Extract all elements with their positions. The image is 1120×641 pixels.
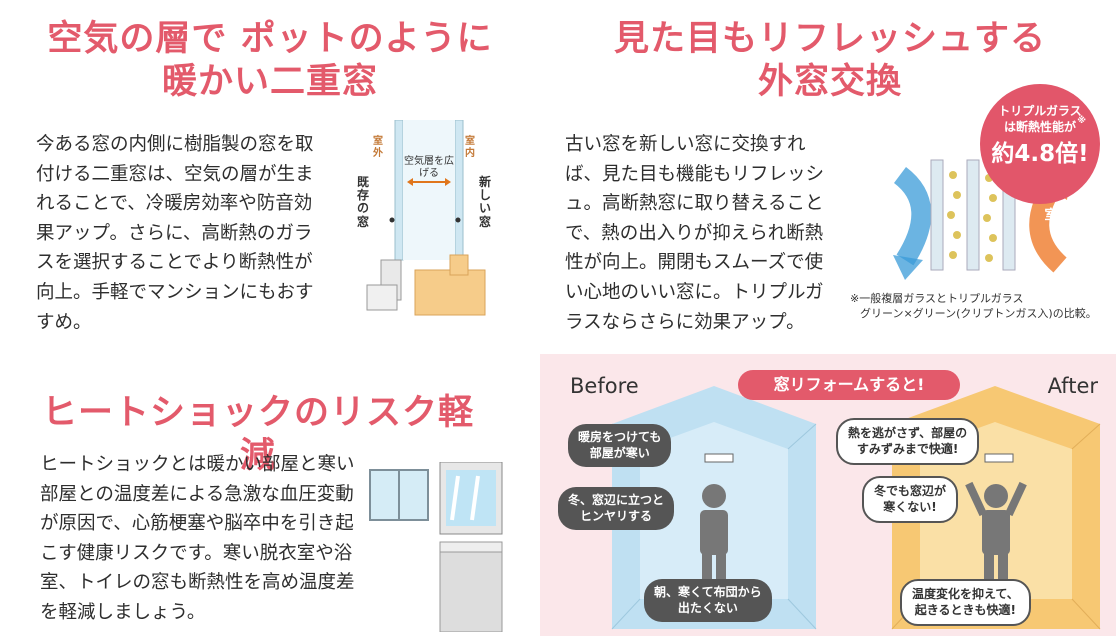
before-bubble-2: 冬、窓辺に立つと ヒンヤリする — [558, 487, 675, 531]
note-line1: ※一般複層ガラスとトリプルガラス — [850, 292, 1024, 305]
section3-title: ヒートショックのリスク軽減 — [41, 393, 474, 476]
after-label: After — [1047, 374, 1098, 398]
section2-body: 古い窓を新しい窓に交換すれば、見た目も機能もリフレッシュ。高断熱窓に取り替えるこ… — [565, 134, 825, 333]
before-bubble-1: 暖房をつけても 部屋が寒い — [568, 424, 672, 468]
section2-title-line2: 外窓交換 — [757, 62, 902, 102]
washroom-illustration — [368, 461, 518, 633]
badge-line1: トリプルガラス — [998, 104, 1082, 118]
outside-label: 室外 — [373, 136, 383, 159]
section1-title-line2: 暖かい二重窓 — [161, 62, 378, 102]
triple-glass-badge: トリプルガラス は断熱性能が 約4.8倍! ※ — [980, 84, 1100, 204]
reform-tag: 窓リフォームすると! — [738, 370, 960, 400]
double-window-diagram: 室外 室内 空気層を広げる 既存の窓 新しい窓 — [355, 119, 505, 320]
after-bubble-3: 温度変化を抑えて、 起きるときも快適! — [900, 579, 1031, 627]
badge-line3: 約4.8倍! — [991, 141, 1089, 167]
badge-line2: は断熱性能が — [1003, 120, 1076, 134]
new-window-label: 新しい窓 — [479, 175, 492, 229]
after-bubble-1: 熱を逃がさず、部屋の すみずみまで快適! — [836, 418, 980, 466]
existing-window-label: 既存の窓 — [357, 175, 370, 229]
glass-comparison-note: ※一般複層ガラスとトリプルガラス グリーン×グリーン(クリプトンガス入)の比較。 — [850, 292, 1115, 322]
section3-body: ヒートショックとは暖かい部屋と寒い部屋との温度差による急激な血圧変動が原因で、心… — [40, 454, 355, 623]
after-bubble-2: 冬でも窓辺が 寒くない! — [862, 476, 959, 524]
badge-mark: ※ — [1077, 116, 1086, 126]
before-after-panel: Before After 窓リフォームすると! 暖房をつけても 部屋が寒い 冬、… — [540, 354, 1116, 636]
note-line2: グリーン×グリーン(クリプトンガス入)の比較。 — [860, 306, 1097, 320]
outside-temp-label: 室外の温度 — [857, 208, 897, 240]
section1-body: 今ある窓の内側に樹脂製の窓を取付ける二重窓は、空気の層が生まれることで、冷暖房効… — [36, 134, 314, 333]
before-label: Before — [570, 374, 639, 398]
section2-title-line1: 見た目もリフレッシュする — [613, 19, 1046, 59]
section1-title-line1: 空気の層で ポットのように — [47, 19, 493, 59]
before-bubble-3: 朝、寒くて布団から 出たくない — [644, 579, 772, 623]
air-layer-label: 空気層を広げる — [404, 156, 454, 179]
inside-label: 室内 — [465, 136, 475, 159]
inside-temp-label: 室内の温度 — [1044, 208, 1084, 240]
